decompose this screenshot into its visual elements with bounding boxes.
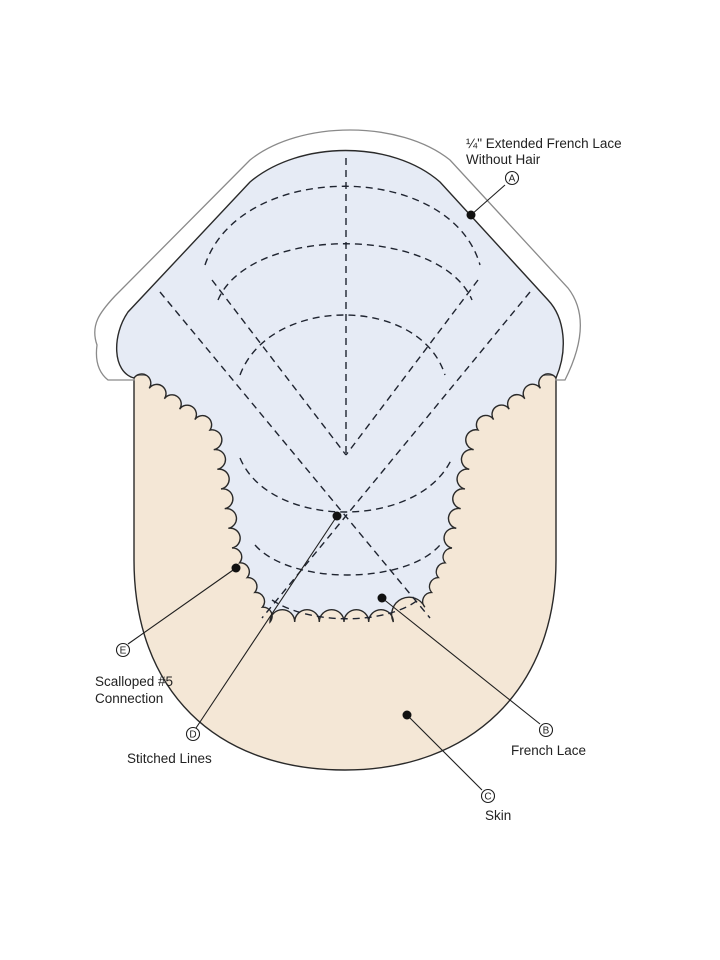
stitch-diag-right bbox=[261, 291, 531, 619]
stitch-lower-arc-2 bbox=[254, 544, 441, 576]
callout-c-letter: C bbox=[484, 792, 491, 803]
callout-b: B French Lace bbox=[377, 593, 586, 758]
callout-a-label-line-2: Without Hair bbox=[466, 152, 541, 167]
stitch-lower-arc-1 bbox=[239, 457, 453, 513]
callout-b-dot bbox=[377, 593, 387, 603]
callout-a-leader bbox=[470, 184, 506, 216]
callout-e-label-line-1: Scalloped #5 bbox=[95, 674, 173, 689]
callout-d-leader bbox=[195, 515, 338, 729]
stitch-arc-3 bbox=[239, 314, 446, 376]
callout-b-badge bbox=[538, 722, 554, 738]
callout-a-badge bbox=[504, 170, 520, 186]
stitched-lines bbox=[159, 158, 531, 620]
callout-e-leader bbox=[127, 567, 237, 645]
callout-c-dot bbox=[402, 710, 412, 720]
callout-d-dot bbox=[332, 511, 342, 521]
callout-e-badge bbox=[115, 642, 131, 658]
callout-b-letter: B bbox=[543, 726, 550, 737]
callout-a-dot bbox=[466, 210, 476, 220]
callout-e-dot bbox=[231, 563, 241, 573]
callout-a-label-line-1: ¼" Extended French Lace bbox=[466, 136, 622, 151]
callout-c-label: Skin bbox=[485, 808, 511, 823]
stitch-diag-left bbox=[159, 291, 431, 619]
callout-d: D Stitched Lines bbox=[127, 511, 342, 766]
callout-c: C Skin bbox=[402, 710, 511, 823]
stitch-diag-inner-left bbox=[211, 279, 347, 456]
callout-a: A ¼" Extended French Lace Without Hair bbox=[466, 136, 622, 220]
stitch-lower-arc-3 bbox=[271, 599, 419, 620]
french-lace-body bbox=[116, 149, 564, 624]
callout-b-label: French Lace bbox=[511, 743, 586, 758]
callout-d-badge bbox=[185, 726, 201, 742]
callout-e-label-line-2: Connection bbox=[95, 691, 163, 706]
callout-c-leader bbox=[406, 714, 483, 791]
stitch-diag-inner-right bbox=[345, 279, 479, 456]
callout-d-letter: D bbox=[189, 730, 196, 741]
callout-c-badge bbox=[480, 788, 496, 804]
callout-e-letter: E bbox=[120, 646, 127, 657]
callout-e: E Scalloped #5 Connection bbox=[95, 563, 241, 706]
callout-a-letter: A bbox=[509, 174, 516, 185]
callout-b-leader bbox=[381, 597, 541, 725]
stitch-arc-2 bbox=[217, 243, 473, 301]
callout-d-label: Stitched Lines bbox=[127, 751, 212, 766]
stitch-arc-1 bbox=[204, 185, 481, 266]
